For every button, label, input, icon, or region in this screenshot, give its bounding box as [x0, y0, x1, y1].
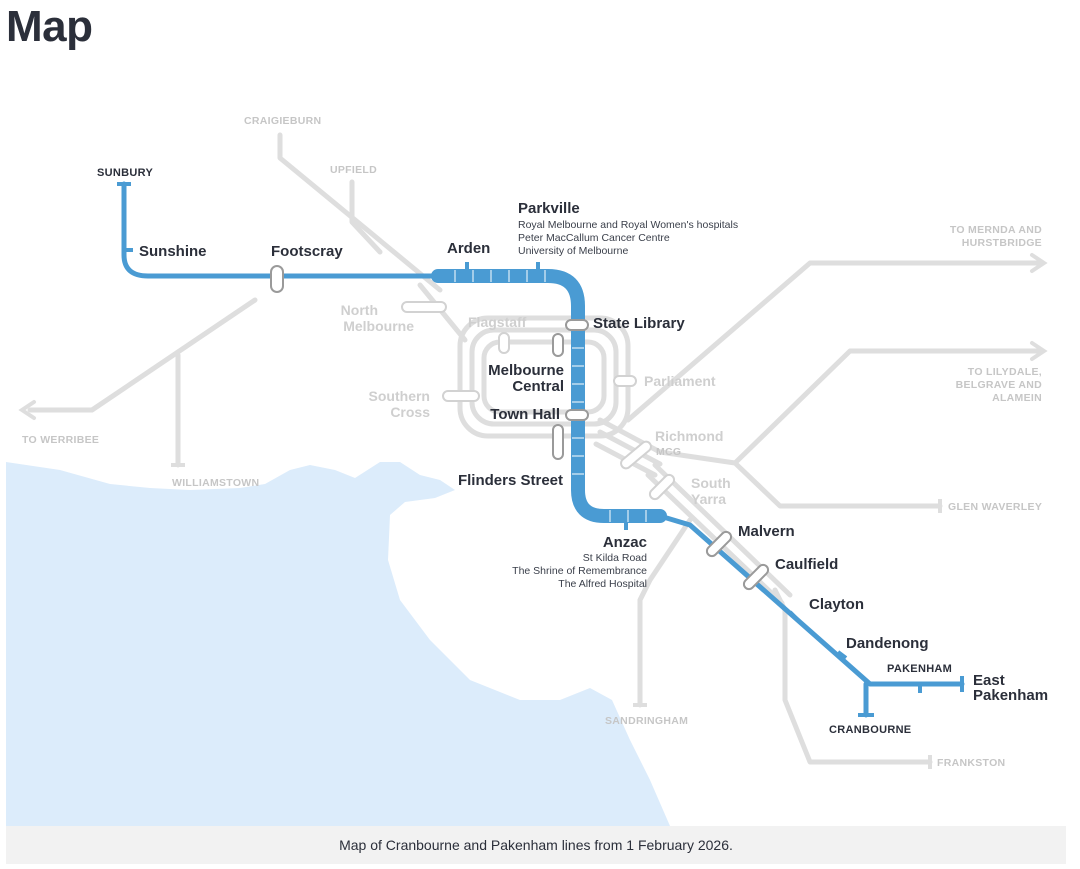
station-arden: Arden [447, 240, 490, 257]
sandringham-line [637, 517, 693, 708]
label-to-werribee: TO WERRIBEE [22, 434, 99, 446]
grey-termini [171, 463, 942, 769]
south-yarra-marker [648, 473, 676, 501]
state-library-marker-a [565, 319, 589, 331]
label-south-yarra-1: South [691, 475, 731, 491]
arrows [18, 253, 1048, 420]
station-pakenham: PAKENHAM [887, 663, 952, 675]
station-flinders-street: Flinders Street [458, 472, 563, 489]
city-loop-ring-3 [481, 339, 607, 415]
network-map[interactable]: SUNBURY Sunshine Footscray Arden Parkvil… [6, 88, 1066, 826]
metro-tunnel-line [121, 181, 965, 718]
parkville-note-3: University of Melbourne [518, 245, 628, 257]
label-to-lilydale-1: TO LILYDALE, [968, 366, 1042, 378]
label-southern-cross-1: Southern [369, 388, 430, 404]
southern-cross-marker [442, 390, 480, 402]
sunbury-branch [121, 181, 441, 279]
anzac-note-3: The Alfred Hospital [558, 578, 647, 590]
label-southern-cross-2: Cross [390, 404, 430, 420]
blue-station-ticks [117, 182, 964, 717]
map-caption: Map of Cranbourne and Pakenham lines fro… [6, 826, 1066, 864]
parliament-marker [613, 375, 637, 387]
label-mcg: MCG [656, 446, 681, 458]
town-hall-marker-b [552, 424, 564, 460]
loop-to-richmond-2 [597, 429, 663, 467]
label-sandringham: SANDRINGHAM [605, 715, 688, 727]
north-melbourne-marker [401, 301, 447, 313]
label-to-lilydale-2: BELGRAVE AND [956, 379, 1043, 391]
richmond-marker [620, 440, 652, 470]
label-richmond: Richmond [655, 428, 723, 444]
station-dandenong: Dandenong [846, 635, 929, 652]
label-craigieburn: CRAIGIEBURN [244, 115, 321, 127]
station-east-pakenham-1: East [973, 672, 1005, 689]
arrow-lilydale-icon [1030, 341, 1048, 361]
station-caulfield: Caulfield [775, 556, 838, 573]
port-phillip-bay [6, 462, 670, 826]
label-parliament: Parliament [644, 373, 716, 389]
map-area[interactable]: SUNBURY Sunshine Footscray Arden Parkvil… [6, 88, 1066, 826]
state-library-marker-b [552, 333, 564, 357]
craigieburn-line [277, 132, 443, 293]
parkville-note-2: Peter MacCallum Cancer Centre [518, 232, 670, 244]
label-upfield: UPFIELD [330, 164, 377, 176]
south-east-line [657, 513, 965, 687]
malvern-marker [705, 530, 733, 558]
flagstaff-marker [498, 332, 510, 354]
caulfield-marker [742, 563, 770, 591]
station-malvern: Malvern [738, 523, 795, 540]
tunnel-section [431, 269, 667, 523]
station-parkville: Parkville [518, 200, 580, 217]
label-to-mernda-2: HURSTBRIDGE [962, 237, 1042, 249]
station-sunshine: Sunshine [139, 243, 207, 260]
werribee-line [27, 297, 258, 413]
label-frankston: FRANKSTON [937, 757, 1005, 769]
station-town-hall: Town Hall [490, 406, 560, 423]
anzac-note-2: The Shrine of Remembrance [512, 565, 647, 577]
station-melbourne-central-1: Melbourne [488, 362, 564, 379]
arrow-werribee-icon [18, 400, 36, 420]
footscray-interchange [270, 265, 284, 293]
station-east-pakenham-2: Pakenham [973, 687, 1048, 704]
station-anzac: Anzac [603, 534, 647, 551]
lilydale-line [732, 348, 1045, 466]
label-flagstaff: Flagstaff [468, 314, 527, 330]
station-cranbourne: CRANBOURNE [829, 724, 911, 736]
frankston-line [772, 587, 933, 765]
label-north-melbourne-1: North [341, 302, 378, 318]
label-to-mernda-1: TO MERNDA AND [950, 224, 1042, 236]
upfield-line [349, 179, 383, 255]
label-north-melbourne-2: Melbourne [343, 318, 414, 334]
interchange-markers [270, 265, 770, 591]
anzac-note-1: St Kilda Road [583, 552, 647, 564]
label-south-yarra-2: Yarra [691, 491, 726, 507]
station-sunbury: SUNBURY [97, 167, 153, 179]
label-williamstown: WILLIAMSTOWN [172, 477, 259, 489]
label-glen-waverley: GLEN WAVERLEY [948, 501, 1042, 513]
glen-waverley-line [657, 449, 943, 509]
station-clayton: Clayton [809, 596, 864, 613]
page-title: Map [6, 2, 93, 51]
label-to-lilydale-3: ALAMEIN [992, 392, 1042, 404]
town-hall-marker-a [565, 409, 589, 421]
arrow-mernda-icon [1030, 253, 1048, 273]
station-footscray: Footscray [271, 243, 343, 260]
parkville-note-1: Royal Melbourne and Royal Women's hospit… [518, 219, 738, 231]
station-state-library: State Library [593, 315, 685, 332]
station-melbourne-central-2: Central [512, 378, 564, 395]
mernda-line [625, 260, 1045, 423]
